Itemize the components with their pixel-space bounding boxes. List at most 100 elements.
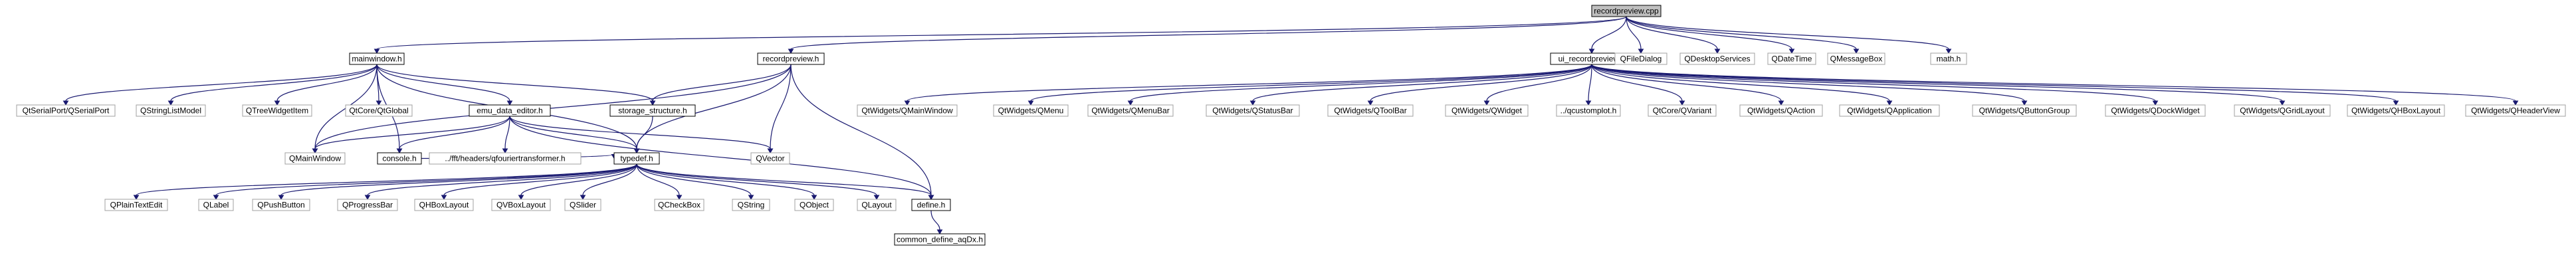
arrowhead-recordpreview-cpp-to-qmessagebox: [1853, 48, 1860, 54]
node-box: [911, 199, 951, 211]
node-qtreewidgetitem: QTreeWidgetItem: [242, 104, 312, 117]
node-box: [2347, 104, 2445, 117]
node-label: QtWidgets/QMenu: [998, 106, 1064, 116]
node-qlabel: QLabel: [198, 199, 234, 211]
node-qtwidgets-qgridlayout: QtWidgets/QGridLayout: [2234, 104, 2331, 117]
node-box: [2465, 104, 2566, 117]
node-qcheckbox: QCheckBox: [654, 199, 704, 211]
node-box: [469, 104, 551, 117]
edge-storage-structure-h-to-typedef-h: [636, 116, 653, 149]
edge-ui-recordpreview-h-to-qcustomplot-h: [1588, 64, 1592, 102]
node-box: [1739, 104, 1823, 117]
arrowhead-typedef-h-to-qplaintextedit: [133, 195, 140, 200]
node-label: typedef.h: [620, 154, 653, 163]
node-box: [414, 199, 474, 211]
node-recordpreview-h[interactable]: recordpreview.h: [757, 52, 825, 65]
arrowhead-typedef-h-to-qstring: [748, 195, 754, 200]
arrowhead-ui-recordpreview-h-to-qcustomplot-h: [1585, 100, 1592, 106]
arrowhead-typedef-h-to-qhboxlayout: [441, 195, 447, 200]
arrowhead-define-h-to-common-define: [936, 229, 943, 234]
node-label: QtWidgets/QAction: [1747, 106, 1815, 116]
node-emu-data-editor-h[interactable]: emu_data_editor.h: [469, 104, 551, 117]
arrowhead-mainwindow-h-to-qstringlistmodel: [167, 100, 174, 106]
edge-typedef-h-to-qlayout: [636, 163, 877, 196]
arrowhead-ui-recordpreview-h-to-qtwidgets-qmainwindow: [904, 100, 911, 106]
edge-typedef-h-to-qcheckbox: [636, 163, 680, 196]
node-box: [349, 52, 405, 65]
edge-recordpreview-h-to-storage-structure-h: [652, 64, 792, 102]
node-box: [252, 199, 310, 211]
node-qcustomplot-h: ../qcustomplot.h: [1556, 104, 1621, 117]
edge-ui-recordpreview-h-to-qtwidgets-qapplication: [1591, 64, 1890, 102]
edge-recordpreview-cpp-to-mainwindow-h: [376, 16, 1627, 50]
node-label: QDesktopServices: [1684, 54, 1750, 64]
edge-ui-recordpreview-h-to-qtwidgets-qhboxlayout: [1591, 64, 2397, 102]
node-console-h[interactable]: console.h: [377, 152, 422, 165]
node-qtwidgets-qmainwindow: QtWidgets/QMainWindow: [857, 104, 958, 117]
edge-recordpreview-cpp-to-qmessagebox: [1626, 16, 1857, 50]
node-label: QMessageBox: [1830, 54, 1883, 64]
node-label: QDateTime: [1772, 54, 1812, 64]
node-fft-headers-qfouriertransformer-h: ../fft/headers/qfouriertransformer.h: [429, 152, 582, 165]
arrowhead-ui-recordpreview-h-to-qtwidgets-qheaderview: [2512, 100, 2519, 106]
node-qtserialport-qserialport: QtSerialPort/QSerialPort: [16, 104, 116, 117]
arrowhead-ui-recordpreview-h-to-qtwidgets-qstatusbar: [1249, 100, 1256, 106]
arrowhead-mainwindow-h-to-emu-data-editor-h: [506, 100, 513, 106]
node-qtwidgets-qhboxlayout: QtWidgets/QHBoxLayout: [2347, 104, 2445, 117]
arrowhead-ui-recordpreview-h-to-qtwidgets-qaction: [1778, 100, 1784, 106]
node-qslider: QSlider: [564, 199, 601, 211]
node-qstringlistmodel: QStringListModel: [136, 104, 206, 117]
edge-recordpreview-cpp-to-math-h: [1626, 16, 1949, 50]
node-qtwidgets-qmenu: QtWidgets/QMenu: [993, 104, 1069, 117]
node-box: [750, 152, 790, 165]
edge-mainwindow-h-to-qtserialport: [65, 64, 377, 102]
node-box: [2105, 104, 2206, 117]
node-ui-recordpreview-h[interactable]: ui_recordpreview.h: [1550, 52, 1634, 65]
node-label: QLabel: [203, 201, 229, 210]
arrowhead-emu-data-editor-h-to-qmainwindow: [312, 148, 318, 153]
node-qhboxlayout: QHBoxLayout: [414, 199, 474, 211]
arrowhead-ui-recordpreview-h-to-qtwidgets-qapplication: [1886, 100, 1893, 106]
node-qpushbutton: QPushButton: [252, 199, 310, 211]
node-qtwidgets-qmenubar: QtWidgets/QMenuBar: [1087, 104, 1174, 117]
arrowhead-emu-data-editor-h-to-qfouriertransformer-h: [502, 148, 508, 153]
edge-recordpreview-h-to-qvector: [770, 64, 792, 149]
node-box: [345, 104, 413, 117]
arrowhead-typedef-h-to-qslider: [580, 195, 586, 200]
node-qobject: QObject: [794, 199, 834, 211]
arrowhead-recordpreview-cpp-to-qdatetime: [1788, 48, 1795, 54]
node-qstring: QString: [732, 199, 770, 211]
node-storage-structure-h[interactable]: storage_structure.h: [609, 104, 696, 117]
node-box: [1614, 52, 1667, 65]
node-box: [564, 199, 601, 211]
node-label: mainwindow.h: [352, 54, 401, 64]
edge-typedef-h-to-qstring: [636, 163, 752, 196]
arrowhead-emu-data-editor-h-to-qvector: [767, 148, 774, 153]
node-define-h[interactable]: define.h: [911, 199, 951, 211]
node-qfiledialog: QFileDialog: [1614, 52, 1667, 65]
node-typedef-h[interactable]: typedef.h: [613, 152, 660, 165]
node-label: storage_structure.h: [618, 106, 687, 116]
edge-recordpreview-cpp-to-qdatetime: [1626, 16, 1792, 50]
node-label: ui_recordpreview.h: [1558, 54, 1626, 64]
arrowhead-recordpreview-h-to-storage-structure-h: [649, 100, 656, 106]
edge-typedef-h-to-qprogressbar: [367, 163, 637, 196]
node-box: [2234, 104, 2331, 117]
node-box: [1827, 52, 1885, 65]
edge-ui-recordpreview-h-to-qtwidgets-qdockwidget: [1591, 64, 2156, 102]
node-mainwindow-h[interactable]: mainwindow.h: [349, 52, 405, 65]
arrowhead-emu-data-editor-h-to-console-h: [396, 148, 403, 153]
node-common-define-aqdx-h[interactable]: common_define_aqDx.h: [894, 233, 986, 246]
node-qvector: QVector: [750, 152, 790, 165]
node-label: QtWidgets/QApplication: [1847, 106, 1931, 116]
edge-emu-data-editor-h-to-qmainwindow: [314, 116, 510, 149]
edge-ui-recordpreview-h-to-qtwidgets-qmenu: [1030, 64, 1592, 102]
node-box: [1839, 104, 1940, 117]
edge-ui-recordpreview-h-to-qtwidgets-qstatusbar: [1252, 64, 1592, 102]
node-qtcore-qtglobal: QtCore/QtGlobal: [345, 104, 413, 117]
arrowhead-ui-recordpreview-h-to-qtwidgets-qhboxlayout: [2393, 100, 2399, 106]
arrowhead-typedef-h-to-qvboxlayout: [518, 195, 524, 200]
node-label: QFileDialog: [1620, 54, 1662, 64]
node-recordpreview-cpp[interactable]: recordpreview.cpp: [1591, 5, 1662, 17]
